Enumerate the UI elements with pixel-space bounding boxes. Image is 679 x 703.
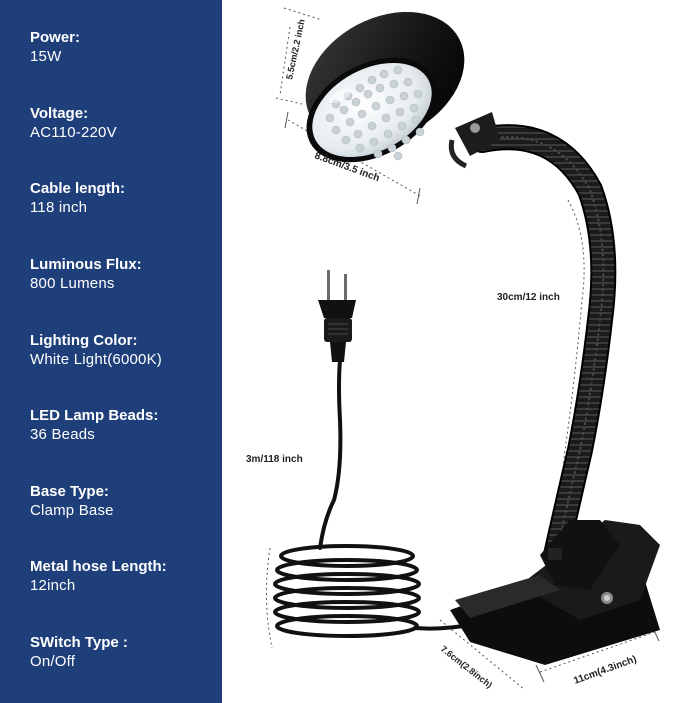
- spec-power: Power: 15W: [30, 28, 80, 66]
- spec-label: Voltage:: [30, 105, 89, 122]
- gooseneck-hose: [469, 124, 617, 568]
- spec-lighting-color: Lighting Color: White Light(6000K): [30, 331, 162, 369]
- power-plug: [318, 270, 356, 362]
- spec-label: Base Type:: [30, 483, 109, 500]
- spec-hose-length: Metal hose Length: 12inch: [30, 557, 167, 595]
- clamp-base: [450, 520, 660, 665]
- spec-value: AC110-220V: [30, 124, 117, 141]
- dim-clamp-depth: 7.6cm(2.8inch): [439, 644, 494, 690]
- spec-label: SWitch Type :: [30, 634, 128, 651]
- spec-label: Lighting Color:: [30, 332, 138, 349]
- spec-label: Metal hose Length:: [30, 558, 167, 575]
- spec-value: Clamp Base: [30, 502, 114, 519]
- spec-panel: Power: 15W Voltage: AC110-220V Cable len…: [0, 0, 222, 703]
- spec-value: On/Off: [30, 653, 76, 670]
- spec-led-beads: LED Lamp Beads: 36 Beads: [30, 406, 158, 444]
- spec-value: 800 Lumens: [30, 275, 115, 292]
- spec-value: White Light(6000K): [30, 351, 163, 368]
- dim-hose-length: 30cm/12 inch: [497, 292, 560, 303]
- spec-switch-type: SWitch Type : On/Off: [30, 633, 128, 671]
- spec-label: Luminous Flux:: [30, 256, 142, 273]
- spec-value: 36 Beads: [30, 426, 95, 443]
- spec-value: 12inch: [30, 577, 76, 594]
- spec-label: LED Lamp Beads:: [30, 407, 159, 424]
- coiled-cable: [273, 358, 472, 638]
- dim-head-height: 5.5cm/2.2 inch: [284, 18, 307, 80]
- dim-cable-length: 3m/118 inch: [246, 454, 303, 465]
- spec-luminous-flux: Luminous Flux: 800 Lumens: [30, 255, 142, 293]
- lamp-product-illustration: 5.5cm/2.2 inch 8.8cm/3.5 inch 30cm/12 in…: [246, 7, 660, 691]
- spec-base-type: Base Type: Clamp Base: [30, 482, 114, 520]
- spec-value: 15W: [30, 48, 62, 65]
- lamp-head: [305, 11, 500, 169]
- spec-label: Power:: [30, 29, 81, 46]
- spec-voltage: Voltage: AC110-220V: [30, 104, 117, 142]
- led-beads: [325, 65, 425, 161]
- spec-value: 118 inch: [30, 199, 88, 216]
- spec-cable-length: Cable length: 118 inch: [30, 179, 125, 217]
- spec-label: Cable length:: [30, 180, 126, 197]
- dim-clamp-width: 11cm(4.3inch): [572, 654, 638, 687]
